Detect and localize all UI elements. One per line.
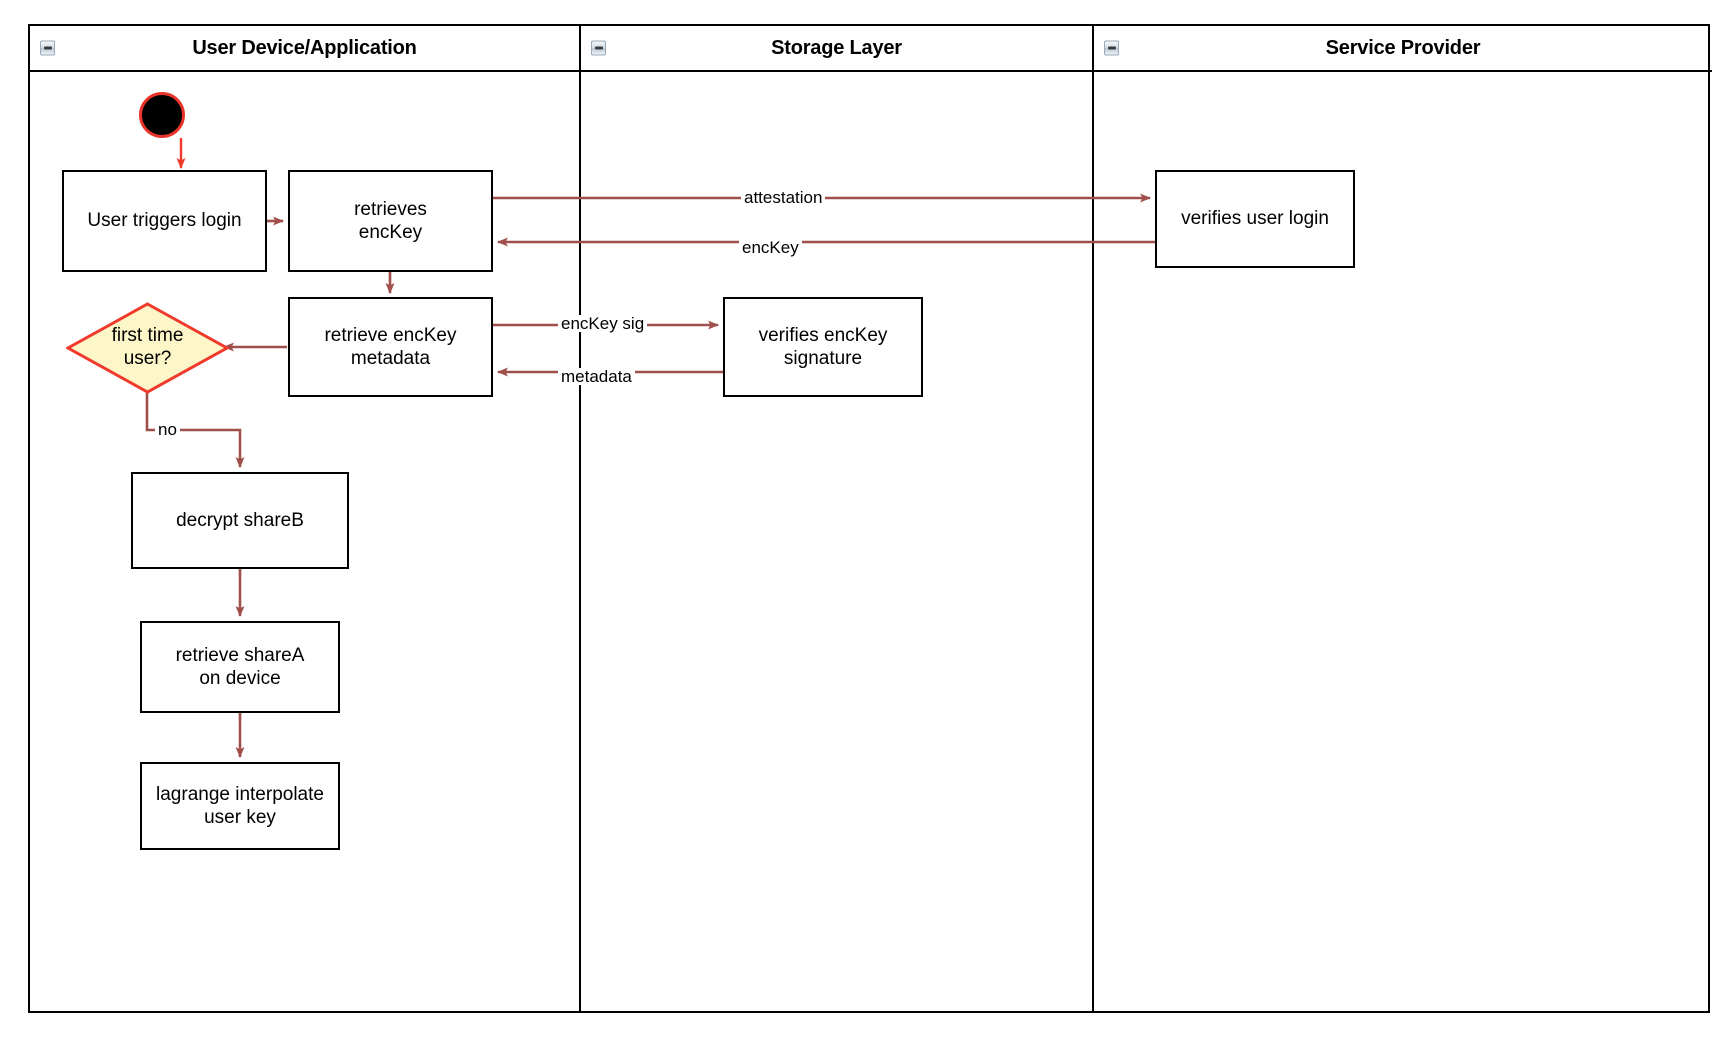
swimlane-pool: User Device/Application Storage Layer Se… xyxy=(28,24,1712,1013)
activity-verifies-enckey-signature[interactable]: verifies encKey signature xyxy=(723,297,923,397)
edge-label-metadata: metadata xyxy=(558,368,635,385)
edge-label-enckey: encKey xyxy=(739,239,802,256)
activity-label: retrieve shareA on device xyxy=(175,644,305,689)
edge-label-attestation: attestation xyxy=(741,189,826,206)
lane-title-service-provider: Service Provider xyxy=(1325,36,1481,59)
lane-header-storage-layer: Storage Layer xyxy=(581,26,1092,72)
edge-label-no: no xyxy=(155,421,180,438)
collapse-minus-icon[interactable] xyxy=(40,40,55,56)
activity-verifies-user-login[interactable]: verifies user login xyxy=(1155,170,1355,268)
activity-label: lagrange interpolate user key xyxy=(156,783,324,828)
activity-retrieves-enckey[interactable]: retrieves encKey xyxy=(288,170,493,272)
collapse-minus-icon[interactable] xyxy=(591,40,606,56)
lane-header-user-device: User Device/Application xyxy=(30,26,579,72)
activity-retrieve-sharea-on-device[interactable]: retrieve shareA on device xyxy=(140,621,340,713)
activity-retrieve-enckey-metadata[interactable]: retrieve encKey metadata xyxy=(288,297,493,397)
collapse-minus-icon[interactable] xyxy=(1104,40,1119,56)
lane-storage-layer[interactable]: Storage Layer xyxy=(579,26,1092,1011)
decision-label: first time user? xyxy=(111,325,184,369)
lane-service-provider[interactable]: Service Provider xyxy=(1092,26,1712,1011)
lane-title-user-device: User Device/Application xyxy=(192,36,417,59)
diamond-shape xyxy=(66,302,229,394)
activity-lagrange-interpolate-user-key[interactable]: lagrange interpolate user key xyxy=(140,762,340,850)
activity-label: verifies user login xyxy=(1181,208,1329,230)
activity-label: decrypt shareB xyxy=(176,509,304,531)
lane-user-device[interactable]: User Device/Application xyxy=(30,26,579,1011)
lane-title-storage-layer: Storage Layer xyxy=(771,36,902,59)
activity-user-triggers-login[interactable]: User triggers login xyxy=(62,170,267,272)
edge-label-enckey-sig: encKey sig xyxy=(558,315,648,332)
activity-label: User triggers login xyxy=(87,210,242,232)
activity-decrypt-shareb[interactable]: decrypt shareB xyxy=(131,472,349,569)
activity-label: retrieve encKey metadata xyxy=(324,324,457,369)
activity-label: retrieves encKey xyxy=(354,198,427,243)
start-node[interactable] xyxy=(139,92,185,138)
decision-first-time-user[interactable]: first time user? xyxy=(66,302,229,394)
activity-label: verifies encKey signature xyxy=(758,324,888,369)
lane-header-service-provider: Service Provider xyxy=(1094,26,1712,72)
